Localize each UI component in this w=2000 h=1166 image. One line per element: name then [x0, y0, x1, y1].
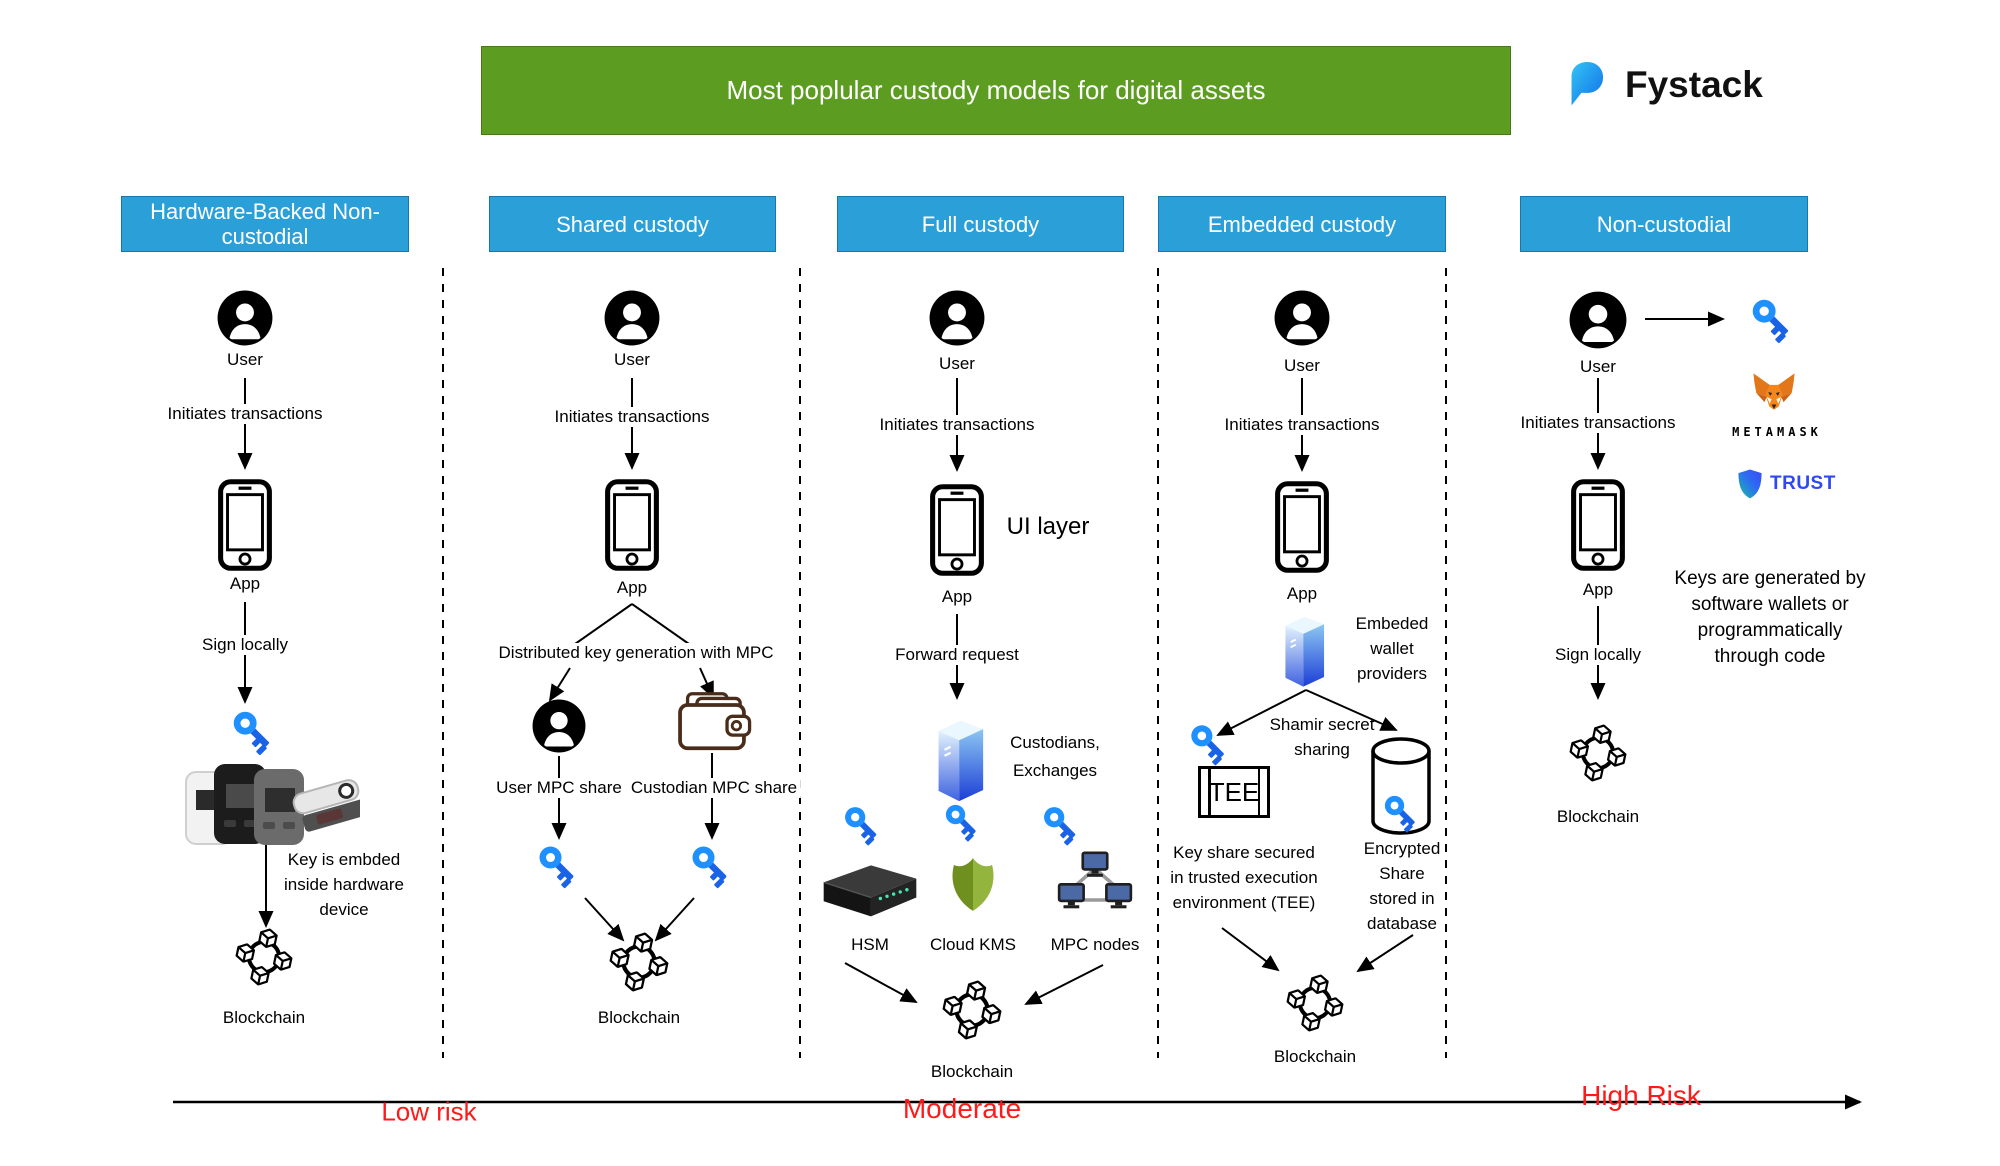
shamir-secret-sharing-label: Shamir secret sharing	[1269, 715, 1375, 759]
user-label: User	[1280, 356, 1324, 376]
key-icon	[1380, 791, 1424, 835]
phone-icon	[604, 479, 660, 571]
trust-shield-icon	[1737, 468, 1763, 500]
phone-icon	[217, 479, 273, 571]
blockchain-icon	[1286, 974, 1344, 1032]
user-icon	[532, 699, 586, 753]
app-label: App	[612, 578, 652, 598]
risk-moderate-label: Moderate	[902, 1093, 1022, 1124]
custodians-exchanges-label: Custodians, Exchanges	[1010, 733, 1100, 780]
key-icon	[1186, 720, 1234, 768]
blockchain-label: Blockchain	[926, 1062, 1018, 1082]
blockchain-icon	[609, 932, 669, 992]
phone-icon	[929, 484, 985, 576]
user-label: User	[1576, 357, 1620, 377]
key-icon	[840, 802, 886, 848]
hsm-icon	[818, 859, 922, 919]
blockchain-icon	[942, 980, 1002, 1040]
blockchain-icon	[1569, 724, 1627, 782]
server-icon	[1278, 612, 1330, 690]
mpc-nodes-label: MPC nodes	[1046, 935, 1144, 955]
forward-request-label: Forward request	[891, 645, 1023, 665]
fystack-logo-icon	[1563, 58, 1609, 112]
key-icon	[1039, 802, 1085, 848]
brand-logo: Fystack	[1563, 58, 1763, 112]
phone-icon	[1570, 479, 1626, 571]
metamask-icon	[1750, 372, 1798, 416]
sign-locally-label: Sign locally	[198, 635, 292, 655]
key-icon	[534, 841, 584, 891]
brand-name: Fystack	[1625, 64, 1763, 105]
key-icon	[1747, 294, 1799, 346]
ui-layer-label: UI layer	[1006, 513, 1090, 540]
wallet-icon	[672, 690, 752, 752]
key-embedded-note: Key is embded inside hardware device	[283, 850, 405, 919]
header-embedded-custody: Embedded custody	[1158, 196, 1446, 252]
header-hardware-backed: Hardware-Backed Non-custodial	[121, 196, 409, 252]
blockchain-label: Blockchain	[218, 1008, 310, 1028]
user-icon	[929, 290, 985, 346]
user-label: User	[223, 350, 267, 370]
app-label: App	[225, 574, 265, 594]
user-mpc-share-label: User MPC share	[492, 778, 626, 798]
hsm-label: HSM	[847, 935, 893, 955]
blockchain-icon	[235, 928, 293, 986]
initiates-transactions-label: Initiates transactions	[1516, 413, 1680, 433]
tee-rail-left	[1208, 769, 1211, 815]
cloud-kms-label: Cloud KMS	[926, 935, 1020, 955]
trust-label: TRUST	[1770, 473, 1836, 494]
initiates-transactions-label: Initiates transactions	[163, 404, 327, 424]
header-full-custody: Full custody	[837, 196, 1124, 252]
key-icon	[941, 800, 985, 844]
initiates-transactions-label: Initiates transactions	[550, 407, 714, 427]
trust-wallet-logo: TRUST	[1737, 468, 1836, 500]
cloud-kms-icon	[947, 853, 999, 915]
app-label: App	[1578, 580, 1618, 600]
embedded-wallet-providers-label: Embeded wallet providers	[1355, 614, 1429, 683]
database-note: Encrypted Share stored in database	[1363, 839, 1441, 933]
user-label: User	[610, 350, 654, 370]
hardware-wallet-devices-icon	[180, 762, 360, 847]
tee-icon: TEE	[1198, 766, 1270, 818]
blockchain-label: Blockchain	[1552, 807, 1644, 827]
user-icon	[217, 290, 273, 346]
phone-icon	[1274, 481, 1330, 573]
user-icon	[1274, 290, 1330, 346]
risk-low-label: Low risk	[381, 1096, 477, 1127]
server-icon	[930, 706, 990, 814]
key-icon	[228, 706, 280, 758]
title-text: Most poplular custody models for digital…	[726, 75, 1266, 105]
sign-locally-label: Sign locally	[1551, 645, 1645, 665]
custodian-mpc-share-label: Custodian MPC share	[626, 778, 802, 798]
header-shared-custody: Shared custody	[489, 196, 776, 252]
header-non-custodial: Non-custodial	[1520, 196, 1808, 252]
mpc-nodes-icon	[1055, 851, 1135, 921]
user-icon	[1569, 291, 1627, 349]
blockchain-label: Blockchain	[1269, 1047, 1361, 1067]
key-icon	[687, 841, 737, 891]
tee-note: Key share secured in trusted execution e…	[1170, 843, 1318, 912]
tee-box-label: TEE	[1208, 776, 1260, 807]
user-icon	[604, 290, 660, 346]
app-label: App	[937, 587, 977, 607]
title-banner: Most poplular custody models for digital…	[481, 46, 1511, 135]
initiates-transactions-label: Initiates transactions	[1220, 415, 1384, 435]
initiates-transactions-label: Initiates transactions	[875, 415, 1039, 435]
dkg-mpc-label: Distributed key generation with MPC	[494, 643, 778, 663]
blockchain-label: Blockchain	[593, 1008, 685, 1028]
metamask-label: METAMASK	[1732, 425, 1822, 439]
risk-high-label: High Risk	[1581, 1080, 1701, 1111]
keys-generated-note: Keys are generated by software wallets o…	[1674, 568, 1866, 667]
user-label: User	[935, 354, 979, 374]
app-label: App	[1282, 584, 1322, 604]
tee-rail-right	[1257, 769, 1260, 815]
